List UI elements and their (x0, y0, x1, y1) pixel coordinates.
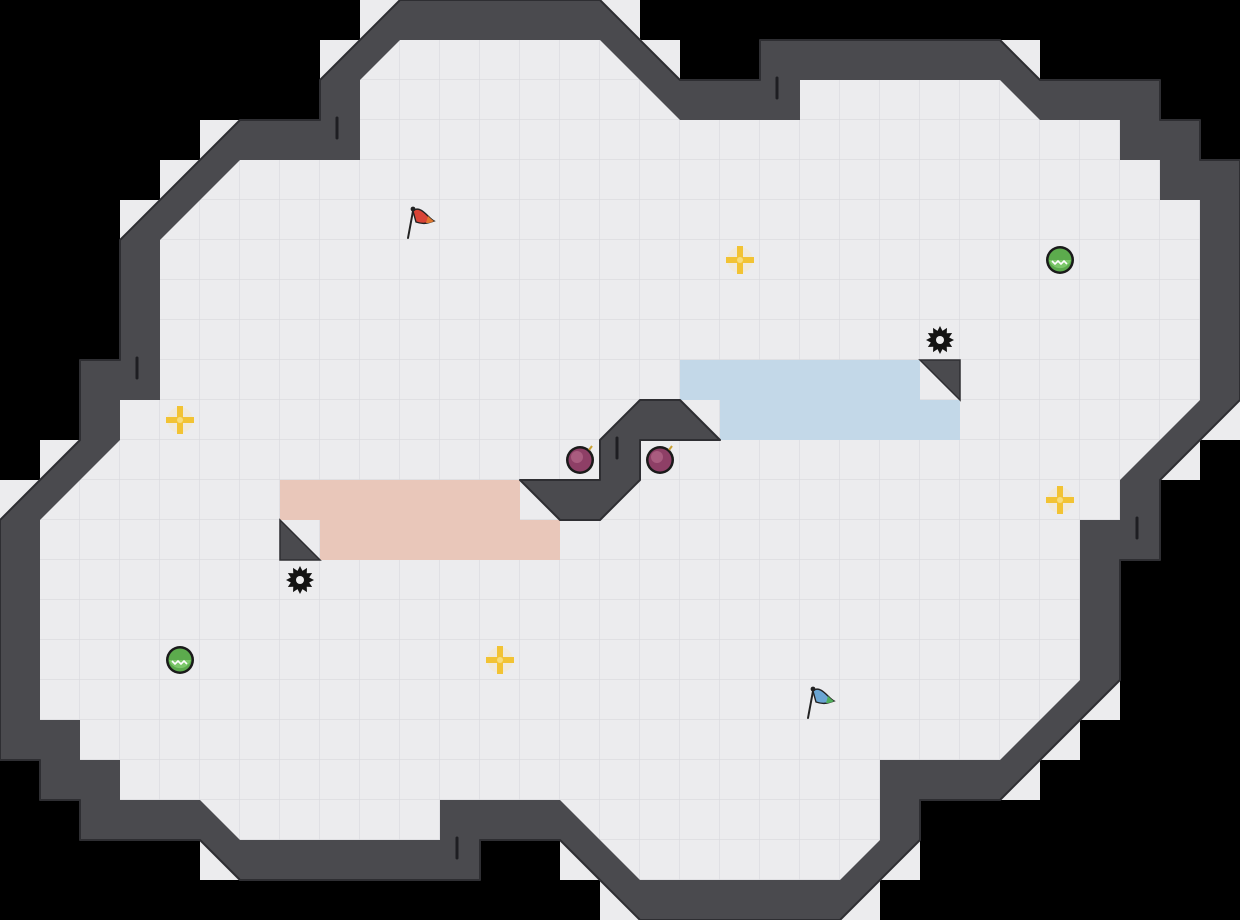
red-zone-tile (520, 520, 560, 560)
wall-notches (135, 76, 1139, 860)
boost-pad-icon (1046, 486, 1074, 514)
red-corner-wedge (279, 518, 322, 561)
blue-zone-tile (800, 400, 840, 440)
blue-zone-tile (800, 360, 840, 400)
blue-zone-tile (760, 400, 800, 440)
red-zone-tile (480, 520, 520, 560)
boost-pad-icon (486, 646, 514, 674)
powerup-icon (1046, 246, 1074, 274)
blue-zone-tile (720, 360, 760, 400)
bomb-icon (566, 445, 594, 474)
red-zone-tile (360, 520, 400, 560)
red-zone-tile (440, 480, 480, 520)
red-flag-icon (407, 206, 436, 239)
center-wall-obstacle (519, 399, 721, 521)
blue-flag-icon (807, 686, 836, 719)
powerup-icon (166, 646, 194, 674)
blue-zone-tile (840, 400, 880, 440)
blue-zone-tile (880, 400, 920, 440)
red-zone-tile (440, 520, 480, 560)
blue-team-zone (680, 360, 960, 440)
blue-zone-tile (760, 360, 800, 400)
red-zone-tile (400, 520, 440, 560)
blue-zone-tile (840, 360, 880, 400)
blue-zone-tile (720, 400, 760, 440)
red-zone-tile (400, 480, 440, 520)
red-zone-tile (360, 480, 400, 520)
red-zone-tile (320, 480, 360, 520)
bomb-icon (646, 445, 674, 474)
red-zone-tile (280, 480, 320, 520)
blue-zone-tile (920, 400, 960, 440)
spike-icon (286, 566, 314, 594)
map-entities (166, 206, 1074, 719)
blue-zone-tile (880, 360, 920, 400)
red-zone-tile (480, 480, 520, 520)
blue-corner-wedge (918, 359, 961, 402)
blue-zone-tile (680, 360, 720, 400)
boost-pad-icon (726, 246, 754, 274)
spike-icon (926, 326, 954, 354)
boost-pad-icon (166, 406, 194, 434)
red-zone-tile (320, 520, 360, 560)
red-team-zone (280, 480, 560, 560)
